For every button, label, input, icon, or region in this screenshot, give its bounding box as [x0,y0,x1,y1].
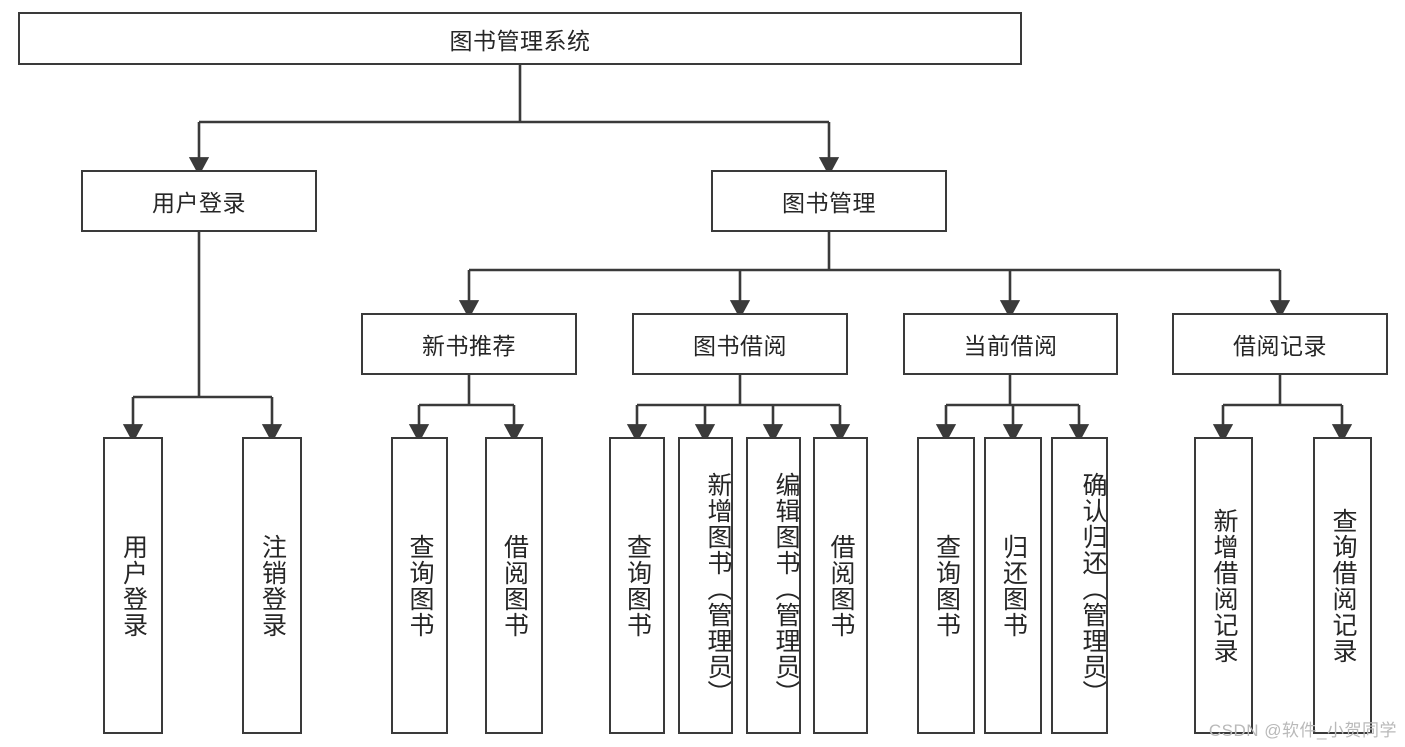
node-label: 查询图书 [406,533,434,638]
node-box-user-login[interactable]: 用户登录 [81,170,317,232]
node-label: 借阅记录 [1233,333,1327,359]
node-box-leaf-query-book-borrow[interactable]: 查询图书 [609,437,665,734]
node-label: 新增借阅记录 [1210,507,1238,664]
node-label: 用户登录 [119,533,148,638]
node-label: 新书推荐 [422,333,516,359]
node-box-leaf-edit-book-admin[interactable]: 编辑图书（管理员） [746,437,801,734]
node-box-borrow-record[interactable]: 借阅记录 [1172,313,1388,375]
node-box-current-borrow[interactable]: 当前借阅 [903,313,1118,375]
node-label: 查询借阅记录 [1329,507,1357,664]
node-box-leaf-confirm-return-admin[interactable]: 确认归还（管理员） [1051,437,1108,734]
node-box-leaf-query-book-cur[interactable]: 查询图书 [917,437,975,734]
node-label: 用户登录 [152,190,246,216]
node-box-leaf-query-borrow-record[interactable]: 查询借阅记录 [1313,437,1372,734]
node-label: 借阅图书 [827,533,855,638]
node-box-root[interactable]: 图书管理系统 [18,12,1022,65]
node-label: 确认归还（管理员） [1079,471,1107,706]
node-box-leaf-user-logout[interactable]: 注销登录 [242,437,302,734]
node-box-leaf-user-login[interactable]: 用户登录 [103,437,163,734]
watermark-label: CSDN @软件_小贺同学 [1208,721,1397,740]
node-box-leaf-add-borrow-record[interactable]: 新增借阅记录 [1194,437,1253,734]
node-box-leaf-borrow-book[interactable]: 借阅图书 [813,437,868,734]
node-label: 当前借阅 [963,333,1058,359]
node-label: 借阅图书 [500,533,529,638]
node-label: 图书管理系统 [449,27,591,54]
node-label: 查询图书 [623,533,652,638]
node-label: 查询图书 [932,533,961,638]
node-box-leaf-add-book-admin[interactable]: 新增图书（管理员） [678,437,733,734]
node-box-leaf-return-book[interactable]: 归还图书 [984,437,1042,734]
node-box-leaf-query-book-rec[interactable]: 查询图书 [391,437,448,734]
node-box-book-manage[interactable]: 图书管理 [711,170,947,232]
node-label: 新增图书（管理员） [704,471,732,706]
node-label: 注销登录 [258,533,287,638]
node-box-leaf-borrow-book-rec[interactable]: 借阅图书 [485,437,543,734]
node-box-book-borrow[interactable]: 图书借阅 [632,313,848,375]
node-label: 图书管理 [782,190,876,216]
node-label: 编辑图书（管理员） [772,471,800,706]
node-label: 图书借阅 [693,333,787,359]
node-box-new-book-recommend[interactable]: 新书推荐 [361,313,577,375]
node-label: 归还图书 [999,533,1028,638]
